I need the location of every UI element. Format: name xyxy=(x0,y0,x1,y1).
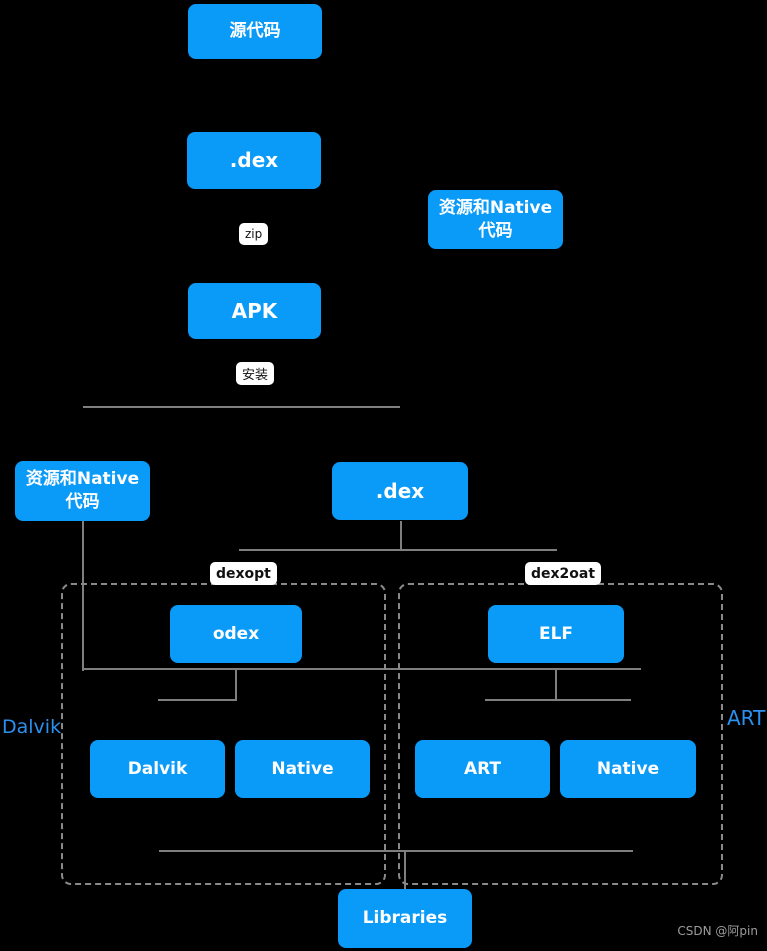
side-label-dalvik: Dalvik xyxy=(2,716,62,738)
node-resources-native-left: 资源和Native代码 xyxy=(15,461,150,521)
connector-odex-down-line xyxy=(235,670,237,701)
node-apk: APK xyxy=(188,283,321,339)
node-dex-mid: .dex xyxy=(332,462,468,520)
connector-elf-down-line xyxy=(555,670,557,701)
connector-odex-elbow-line xyxy=(158,699,237,701)
watermark-text: CSDN @阿pin xyxy=(677,924,758,938)
side-label-art: ART xyxy=(727,706,766,730)
edge-label-dexopt: dexopt xyxy=(210,562,277,585)
connector-resnative-down-line xyxy=(82,521,84,671)
edge-label-zip: zip xyxy=(239,223,269,245)
connector-dex-down-line xyxy=(400,521,402,551)
node-source-code: 源代码 xyxy=(188,4,322,59)
node-elf: ELF xyxy=(488,605,624,663)
node-dalvik: Dalvik xyxy=(90,740,225,798)
connector-apk-branch-line xyxy=(83,406,400,408)
node-art: ART xyxy=(415,740,550,798)
connector-runtime-cross-line xyxy=(83,668,641,670)
edge-label-dex2oat: dex2oat xyxy=(525,562,602,585)
node-native-left: Native xyxy=(235,740,370,798)
node-dex-top: .dex xyxy=(187,132,321,189)
node-native-right: Native xyxy=(560,740,696,798)
connector-dex-branch-line xyxy=(239,549,557,551)
node-libraries: Libraries xyxy=(338,889,472,948)
connector-elf-branch-line xyxy=(485,699,631,701)
connector-libraries-cross-line xyxy=(159,850,633,852)
connector-libraries-down-line xyxy=(404,850,406,890)
node-resources-native-top: 资源和Native代码 xyxy=(428,190,563,249)
edge-label-install: 安装 xyxy=(236,362,275,385)
node-odex: odex xyxy=(170,605,302,663)
